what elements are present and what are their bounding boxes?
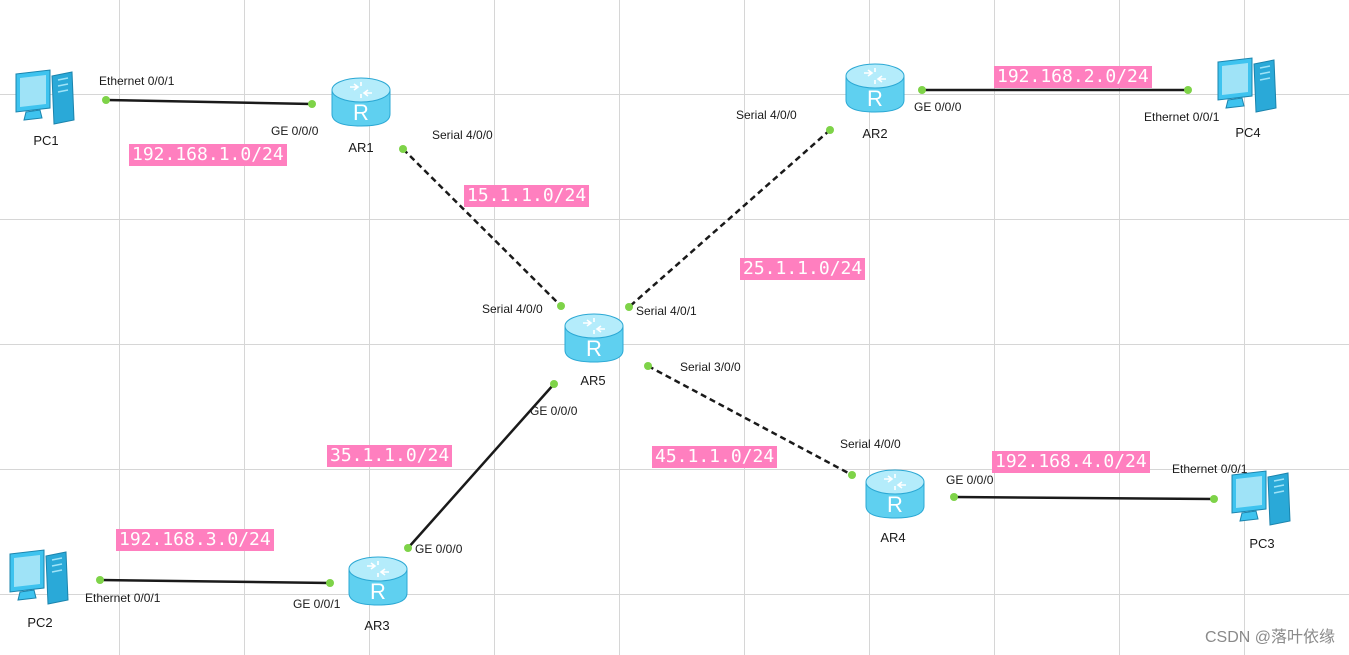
port-label-ar5-s401: Serial 4/0/1 [636, 304, 697, 318]
label-ar4: AR4 [880, 530, 906, 545]
link-ar4-pc3[interactable] [953, 495, 1215, 501]
pc-icon [1217, 57, 1277, 113]
port-dot-ar4-ge[interactable] [950, 493, 958, 501]
port-label-ar1-ge: GE 0/0/0 [271, 124, 319, 138]
subnet-label-lan2: 192.168.2.0/24 [994, 66, 1152, 88]
port-label-ar5-ge: GE 0/0/0 [530, 404, 578, 418]
router-icon: R [845, 63, 905, 113]
port-dot-ar1-ge[interactable] [308, 100, 316, 108]
pc-icon [1231, 470, 1291, 526]
port-label-ar1-serial: Serial 4/0/0 [432, 128, 493, 142]
port-label-pc1-eth: Ethernet 0/0/1 [99, 74, 175, 88]
label-ar3: AR3 [364, 618, 390, 633]
port-dot-pc2-eth[interactable] [96, 576, 104, 584]
port-dot-pc1-eth[interactable] [102, 96, 110, 104]
label-pc3: PC3 [1249, 536, 1275, 551]
pc-pc2[interactable] [6, 548, 74, 613]
subnet-label-ar2-ar5: 25.1.1.0/24 [740, 258, 866, 280]
pc-pc4[interactable] [1214, 56, 1282, 121]
link-pc1-ar1[interactable] [105, 98, 313, 106]
router-glyph: R [887, 492, 903, 517]
port-dot-ar5-ge[interactable] [550, 380, 558, 388]
port-dot-ar1-serial[interactable] [399, 145, 407, 153]
router-icon: R [331, 77, 391, 127]
router-icon: R [564, 313, 624, 363]
router-icon: R [348, 556, 408, 606]
label-ar2: AR2 [862, 126, 888, 141]
router-ar3[interactable]: R [347, 553, 409, 614]
pc-icon [9, 549, 69, 605]
port-label-ar4-ge: GE 0/0/0 [946, 473, 994, 487]
port-dot-ar2-serial[interactable] [826, 126, 834, 134]
subnet-label-ar1-ar5: 15.1.1.0/24 [464, 185, 590, 207]
subnet-label-ar4-ar5: 45.1.1.0/24 [652, 446, 778, 468]
port-dot-ar5-s401[interactable] [625, 303, 633, 311]
subnet-label-lan3: 192.168.3.0/24 [116, 529, 274, 551]
port-label-pc4-eth: Ethernet 0/0/1 [1144, 110, 1220, 124]
router-glyph: R [867, 86, 883, 111]
port-label-ar5-s400: Serial 4/0/0 [482, 302, 543, 316]
port-dot-ar4-serial[interactable] [848, 471, 856, 479]
router-glyph: R [586, 336, 602, 361]
router-icon: R [865, 469, 925, 519]
subnet-label-lan1: 192.168.1.0/24 [129, 144, 287, 166]
port-label-ar2-serial: Serial 4/0/0 [736, 108, 797, 122]
port-label-ar3-ge001: GE 0/0/1 [293, 597, 341, 611]
router-ar1[interactable]: R [330, 74, 392, 135]
router-ar5[interactable]: R [563, 310, 625, 371]
router-ar4[interactable]: R [864, 466, 926, 527]
subnet-label-lan4: 192.168.4.0/24 [992, 451, 1150, 473]
pc-pc1[interactable] [12, 68, 80, 133]
link-ar5-ar4[interactable] [647, 364, 853, 477]
link-ar1-ar5[interactable] [402, 148, 562, 307]
pc-pc3[interactable] [1228, 469, 1296, 534]
port-label-ar3-ge000: GE 0/0/0 [415, 542, 463, 556]
label-ar5: AR5 [580, 373, 606, 388]
port-dot-pc4-eth[interactable] [1184, 86, 1192, 94]
port-dot-ar5-s400[interactable] [557, 302, 565, 310]
port-dots [96, 86, 1218, 587]
router-ar2[interactable]: R [844, 60, 906, 121]
watermark: CSDN @落叶依缘 [1204, 629, 1335, 646]
label-pc2: PC2 [27, 615, 53, 630]
link-ar2-ar5[interactable] [628, 129, 831, 308]
router-glyph: R [370, 579, 386, 604]
port-label-ar2-ge: GE 0/0/0 [914, 100, 962, 114]
label-ar1: AR1 [348, 140, 374, 155]
link-pc2-ar3[interactable] [99, 578, 331, 585]
port-dot-ar3-ge000[interactable] [404, 544, 412, 552]
subnet-label-ar3-ar5: 35.1.1.0/24 [327, 445, 453, 467]
pc-icon [15, 69, 75, 125]
port-label-ar5-s300: Serial 3/0/0 [680, 360, 741, 374]
port-label-pc3-eth: Ethernet 0/0/1 [1172, 462, 1248, 476]
label-pc1: PC1 [33, 133, 59, 148]
port-label-pc2-eth: Ethernet 0/0/1 [85, 591, 161, 605]
port-label-ar4-serial: Serial 4/0/0 [840, 437, 901, 451]
port-dot-ar2-ge[interactable] [918, 86, 926, 94]
router-glyph: R [353, 100, 369, 125]
label-pc4: PC4 [1235, 125, 1261, 140]
port-dot-ar3-ge001[interactable] [326, 579, 334, 587]
port-dot-ar5-s300[interactable] [644, 362, 652, 370]
link-ar3-ar5[interactable] [407, 383, 555, 549]
port-dot-pc3-eth[interactable] [1210, 495, 1218, 503]
